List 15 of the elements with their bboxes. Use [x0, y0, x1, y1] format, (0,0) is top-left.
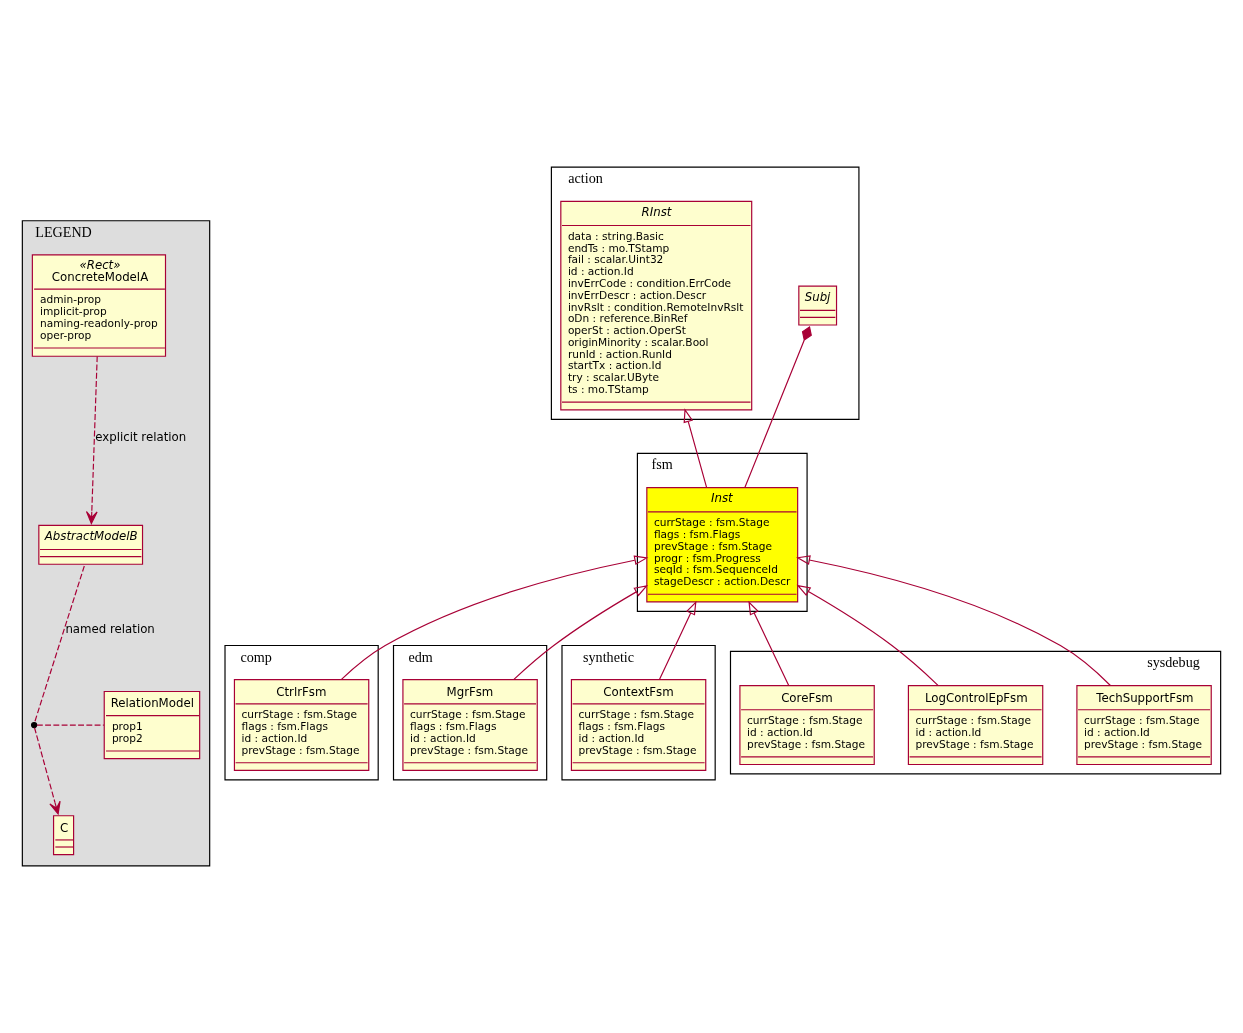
- connector: [744, 325, 812, 488]
- arrow: [659, 600, 697, 680]
- connector: [36, 724, 105, 726]
- arrow: [340, 555, 649, 680]
- arrow: [748, 600, 790, 686]
- arrow: [796, 584, 939, 686]
- node-circle: [31, 721, 38, 729]
- arrow: [33, 727, 61, 815]
- edge-label: named relation: [65, 621, 155, 636]
- edge-label: explicit relation: [95, 429, 187, 444]
- arrow: [683, 408, 708, 489]
- connector: [34, 565, 85, 723]
- arrow: [796, 555, 1111, 687]
- arrow: [513, 585, 649, 681]
- arrow: [85, 355, 98, 525]
